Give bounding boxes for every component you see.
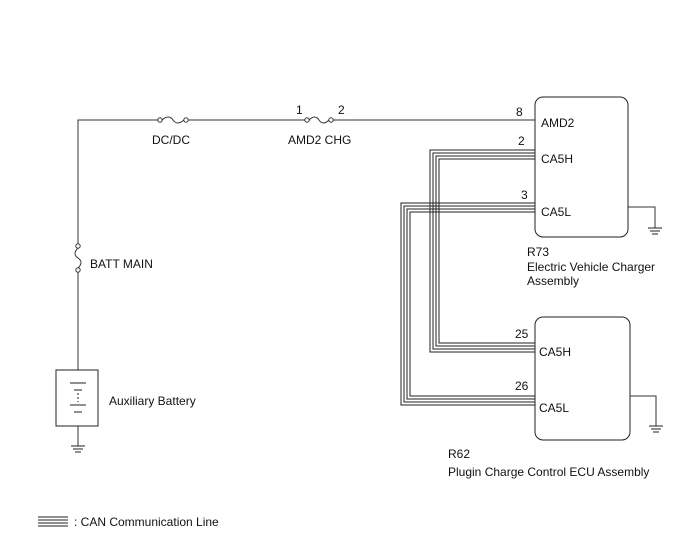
- auxiliary-battery-label: Auxiliary Battery: [109, 394, 196, 408]
- charger-pin-amd2-label: AMD2: [541, 116, 575, 130]
- charger-pin-ca5l-label: CA5L: [541, 205, 571, 219]
- dcdc-fuse-label: DC/DC: [152, 133, 190, 147]
- charger-ground-icon: [648, 227, 662, 235]
- charger-pin-2-number: 2: [518, 134, 525, 148]
- batt-main-fuse-label: BATT MAIN: [90, 257, 153, 271]
- ecu-pin-25-number: 25: [515, 327, 529, 341]
- ecu-ground-icon: [649, 425, 663, 433]
- ecu-component-box: [534, 316, 631, 441]
- auxiliary-battery-symbol: [55, 369, 99, 446]
- charger-pin-8-number: 8: [516, 105, 523, 119]
- ecu-pin-ca5h-label: CA5H: [539, 345, 571, 359]
- ecu-name: Plugin Charge Control ECU Assembly: [448, 465, 649, 479]
- amd2chg-fuse-symbol: [304, 116, 334, 124]
- can-line-ca5h: [429, 149, 535, 353]
- charger-pin-3-number: 3: [521, 188, 528, 202]
- amd2chg-pin1-label: 1: [296, 103, 303, 117]
- charger-code: R73: [527, 245, 549, 259]
- legend-text: : CAN Communication Line: [74, 515, 219, 529]
- amd2chg-fuse-label: AMD2 CHG: [288, 133, 351, 147]
- power-wire: [77, 119, 535, 370]
- battery-ground-icon: [71, 445, 85, 453]
- can-line-ca5l: [400, 202, 535, 406]
- ecu-ground-wire: [630, 395, 657, 426]
- charger-component-box: [534, 96, 629, 238]
- charger-name-line1: Electric Vehicle Charger: [527, 260, 655, 274]
- charger-pin-ca5h-label: CA5H: [541, 152, 573, 166]
- batt-main-fuse-symbol: [74, 243, 82, 273]
- dcdc-fuse-symbol: [157, 116, 189, 124]
- charger-name-line2: Assembly: [527, 274, 579, 288]
- amd2chg-pin2-label: 2: [338, 103, 345, 117]
- ecu-pin-ca5l-label: CA5L: [539, 401, 569, 415]
- can-line-legend-icon: [38, 516, 68, 527]
- ecu-pin-26-number: 26: [515, 379, 529, 393]
- ecu-code: R62: [448, 447, 470, 461]
- charger-ground-wire: [628, 206, 656, 228]
